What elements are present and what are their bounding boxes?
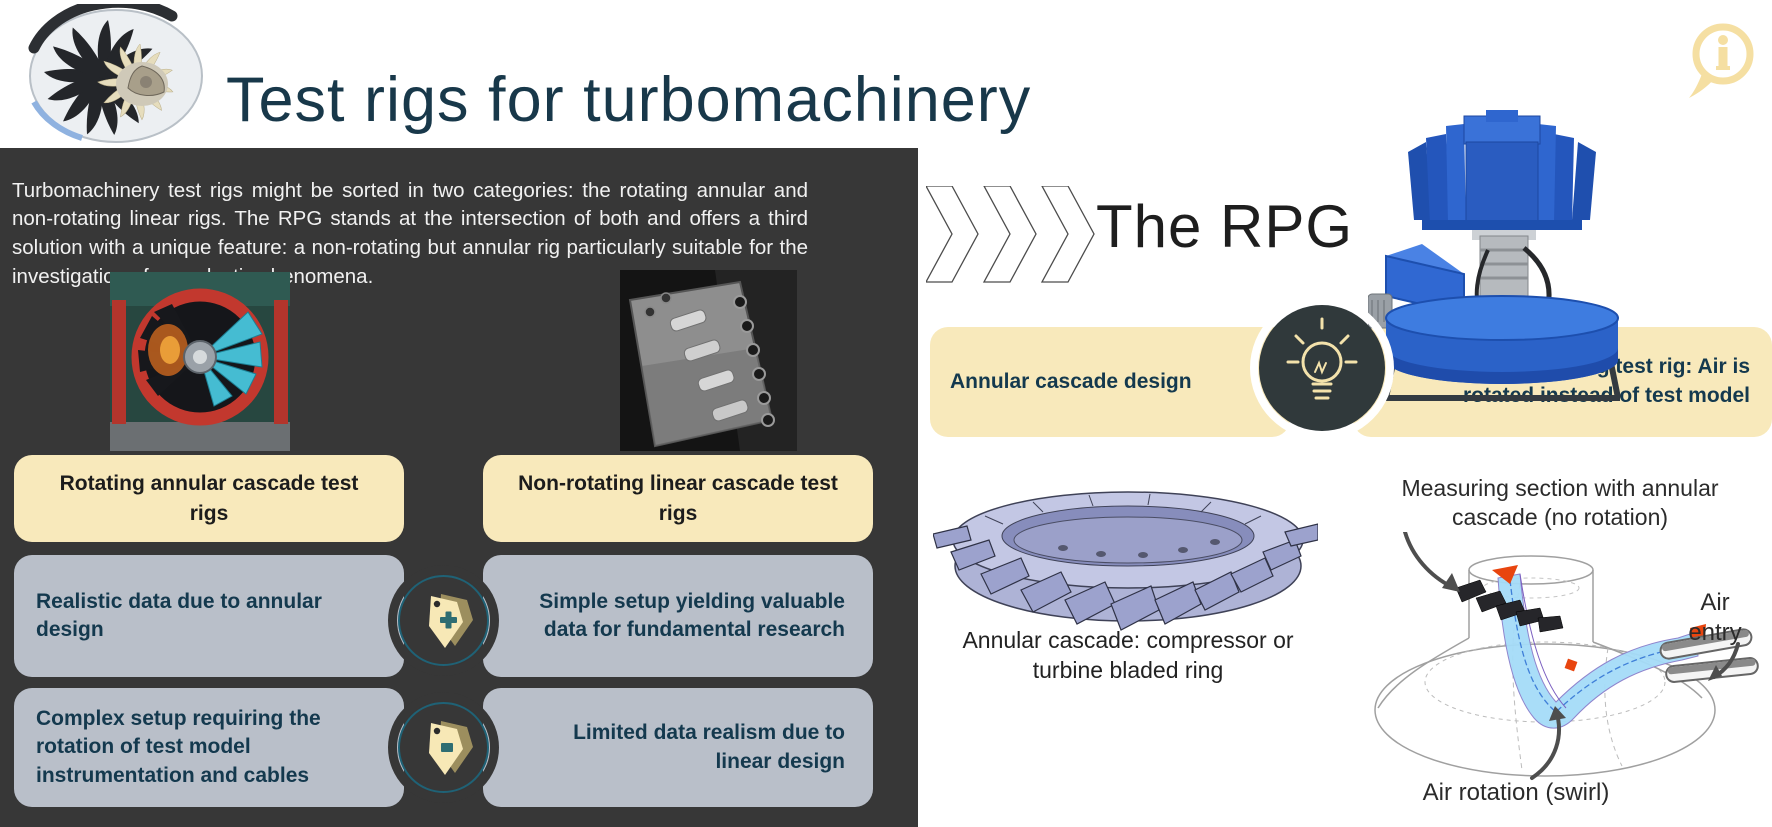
- bolt-holes: [733, 295, 775, 427]
- lightbulb-icon: [1259, 305, 1385, 431]
- rotating-annular-rig-photo: [110, 272, 290, 451]
- turbofan-engine-icon: [28, 4, 203, 143]
- feature-box-annular: Annular cascade design: [930, 327, 1290, 437]
- info-icon[interactable]: [1686, 20, 1760, 100]
- column-header-rotating: Rotating annular cascade test rigs: [14, 455, 404, 542]
- swirl-ribbon: [1497, 573, 1699, 729]
- pro-box-linear: Simple setup yielding valuable data for …: [483, 555, 873, 677]
- cascade-blade-row: [1455, 579, 1564, 633]
- page-title: Test rigs for turbomachinery: [226, 65, 1032, 136]
- machine-crown: [1408, 110, 1596, 230]
- rim-spokes: [984, 493, 1262, 525]
- tag-plus-icon: [398, 575, 489, 666]
- linear-cascade-photo: [620, 270, 797, 451]
- swirl-diagram: [1374, 530, 1759, 780]
- annular-cascade-render: [933, 491, 1318, 631]
- cascade-caption: Annular cascade: compressor or turbine b…: [962, 627, 1294, 683]
- front-blades: [933, 523, 1318, 631]
- tag-minus-icon: [398, 702, 489, 793]
- label-air-entry: Air entry: [1688, 589, 1742, 646]
- label-measuring-section: Measuring section with annular cascade (…: [1398, 474, 1722, 532]
- column-header-linear: Non-rotating linear cascade test rigs: [483, 455, 873, 542]
- pro-box-rotating: Realistic data due to annular design: [14, 555, 404, 677]
- con-box-linear: Limited data realism due to linear desig…: [483, 688, 873, 807]
- ring-holes: [1058, 539, 1220, 558]
- overview-panel: Turbomachinery test rigs might be sorted…: [0, 148, 918, 827]
- rpg-test-rig-photo: [1368, 110, 1621, 401]
- label-air-rotation: Air rotation (swirl): [1422, 779, 1610, 806]
- triple-chevron-right-icon: [926, 186, 1095, 283]
- rpg-heading: The RPG: [1096, 193, 1354, 260]
- con-box-rotating: Complex setup requiring the rotation of …: [14, 688, 404, 807]
- cascade-blades: [669, 309, 749, 422]
- air-entry-pipes: [1659, 628, 1759, 683]
- machine-drum: [1385, 295, 1619, 384]
- wireframe-funnel: [1374, 555, 1716, 777]
